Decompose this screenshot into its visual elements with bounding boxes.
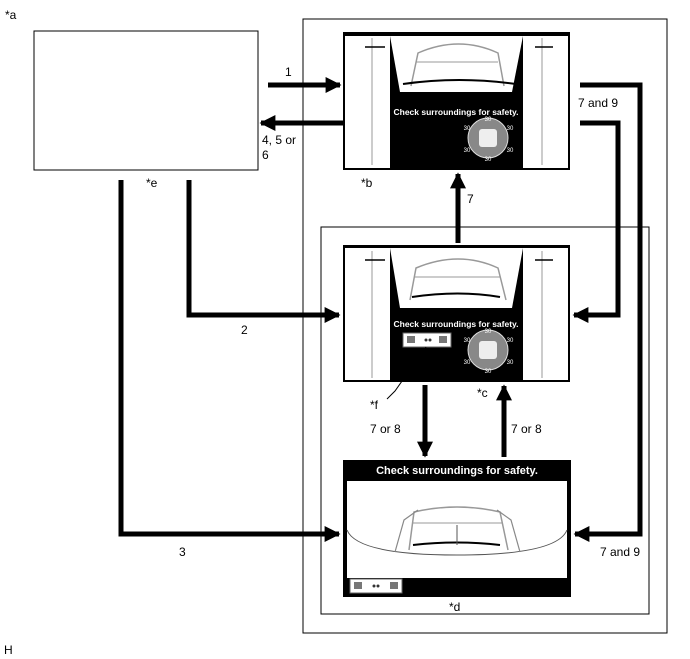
gauge-tick: 30 (507, 360, 514, 366)
label-c: *c (477, 386, 488, 400)
screen-d (343, 460, 571, 597)
gauge-tick: 30 (464, 126, 471, 132)
gauge-tick: 30 (485, 329, 492, 335)
arrow-3 (118, 180, 341, 543)
arrow-2 (186, 180, 341, 324)
transition-label-7or8-up: 7 or 8 (511, 422, 542, 436)
screen-b (343, 32, 570, 170)
f-leader-line (386, 346, 427, 400)
label-b: *b (361, 176, 373, 190)
label-f: *f (370, 398, 379, 412)
arrow-7and9-to-d (573, 82, 643, 543)
transition-label-7: 7 (467, 192, 474, 206)
label-a: *a (5, 8, 17, 22)
source-screen-box (33, 30, 259, 171)
outer-frame (302, 18, 668, 634)
screen-d-message: Check surroundings for safety. (376, 465, 538, 477)
gauge-tick: 30 (464, 338, 471, 344)
label-corner: H (4, 643, 13, 657)
arrow-7and9-to-c (572, 120, 621, 324)
screen-c (343, 245, 570, 382)
transition-arrows (118, 76, 643, 543)
transition-label-7and9-bottom: 7 and 9 (600, 545, 641, 559)
gauge-tick: 30 (485, 117, 492, 123)
transition-label-7and9-top: 7 and 9 (578, 96, 619, 110)
gauge-tick: 30 (507, 126, 514, 132)
gauge-tick: 30 (464, 360, 471, 366)
transition-label-1: 1 (285, 65, 292, 79)
transition-label-7or8-down: 7 or 8 (370, 422, 401, 436)
screen-c-gauge-ticks: 30 30 30 30 30 30 (464, 329, 514, 375)
transition-label-3: 3 (179, 545, 186, 559)
gauge-tick: 30 (485, 157, 492, 163)
screen-b-message: Check surroundings for safety. (393, 107, 518, 117)
screen-b-gauge-ticks: 30 30 30 30 30 30 (464, 117, 514, 163)
gauge-tick: 30 (485, 369, 492, 375)
transition-label-456-line1: 4, 5 or (262, 133, 297, 147)
transition-label-2: 2 (241, 323, 248, 337)
screen-c-message: Check surroundings for safety. (393, 319, 518, 329)
label-d: *d (449, 600, 461, 614)
gauge-tick: 30 (464, 148, 471, 154)
inner-frame (320, 226, 650, 615)
sonar-indicator-icon (349, 578, 403, 594)
transition-label-456-line2: 6 (262, 148, 269, 162)
gauge-tick: 30 (507, 148, 514, 154)
gauge-tick: 30 (507, 338, 514, 344)
label-e: *e (146, 176, 158, 190)
